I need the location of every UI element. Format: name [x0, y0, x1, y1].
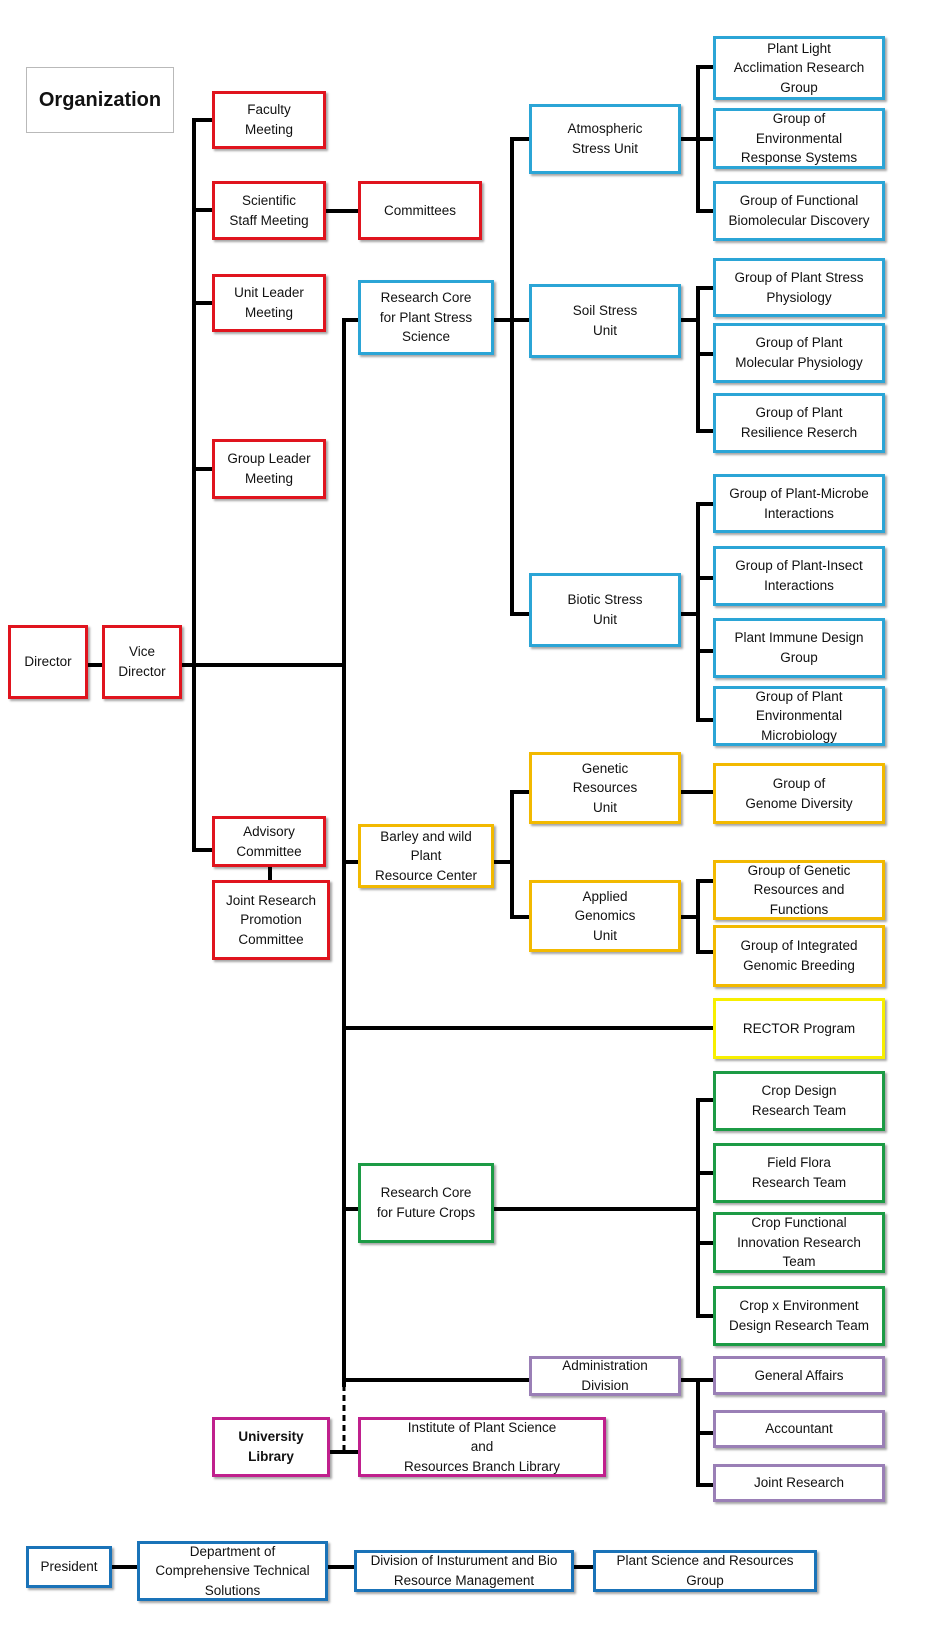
biotic-stress-unit-box: Biotic Stress Unit	[529, 573, 681, 647]
division-instrument-box: Division of Insturument and Bio Resource…	[354, 1550, 574, 1592]
genetic-resources-unit-box: Genetic Resources Unit	[529, 752, 681, 824]
integrated-genomic-breeding-box: Group of Integrated Genomic Breeding	[713, 925, 885, 987]
page-title: Organization	[26, 67, 174, 133]
crop-x-environment-box: Crop x Environment Design Research Team	[713, 1286, 885, 1346]
director-box: Director	[8, 625, 88, 699]
vice-director-box: Vice Director	[102, 625, 182, 699]
plant-insect-box: Group of Plant-Insect Interactions	[713, 546, 885, 606]
plant-light-acclimation-box: Plant Light Acclimation Research Group	[713, 36, 885, 100]
plant-stress-physiology-box: Group of Plant Stress Physiology	[713, 258, 885, 317]
advisory-committee-box: Advisory Committee	[212, 816, 326, 867]
genome-diversity-box: Group of Genome Diversity	[713, 763, 885, 824]
joint-research-promotion-committee-box: Joint Research Promotion Committee	[212, 880, 330, 960]
soil-stress-unit-box: Soil Stress Unit	[529, 284, 681, 358]
plant-immune-design-box: Plant Immune Design Group	[713, 618, 885, 678]
environmental-response-systems-box: Group of Environmental Response Systems	[713, 108, 885, 169]
faculty-meeting-box: Faculty Meeting	[212, 91, 326, 149]
group-leader-meeting-box: Group Leader Meeting	[212, 439, 326, 499]
research-core-plant-stress-box: Research Core for Plant Stress Science	[358, 280, 494, 355]
unit-leader-meeting-box: Unit Leader Meeting	[212, 274, 326, 332]
president-box: President	[26, 1546, 112, 1588]
barley-center-box: Barley and wild Plant Resource Center	[358, 824, 494, 888]
rector-program-box: RECTOR Program	[713, 998, 885, 1059]
plant-microbe-box: Group of Plant-Microbe Interactions	[713, 474, 885, 533]
applied-genomics-unit-box: Applied Genomics Unit	[529, 880, 681, 952]
plant-molecular-physiology-box: Group of Plant Molecular Physiology	[713, 323, 885, 383]
administration-division-box: Administration Division	[529, 1356, 681, 1396]
plant-resilience-box: Group of Plant Resilience Reserch	[713, 393, 885, 453]
branch-library-box: Institute of Plant Science and Resources…	[358, 1417, 606, 1477]
plant-env-microbiology-box: Group of Plant Environmental Microbiolog…	[713, 686, 885, 746]
field-flora-team-box: Field Flora Research Team	[713, 1143, 885, 1203]
dept-technical-solutions-box: Department of Comprehensive Technical So…	[137, 1541, 328, 1601]
functional-biomolecular-discovery-box: Group of Functional Biomolecular Discove…	[713, 181, 885, 241]
crop-functional-innovation-box: Crop Functional Innovation Research Team	[713, 1212, 885, 1273]
crop-design-team-box: Crop Design Research Team	[713, 1071, 885, 1131]
university-library-box: University Library	[212, 1417, 330, 1477]
accountant-box: Accountant	[713, 1410, 885, 1448]
genetic-resources-functions-box: Group of Genetic Resources and Functions	[713, 860, 885, 920]
atmospheric-stress-unit-box: Atmospheric Stress Unit	[529, 104, 681, 174]
joint-research-box: Joint Research	[713, 1464, 885, 1502]
committees-box: Committees	[358, 181, 482, 240]
research-core-future-crops-box: Research Core for Future Crops	[358, 1163, 494, 1243]
scientific-staff-meeting-box: Scientific Staff Meeting	[212, 181, 326, 240]
plant-science-group-box: Plant Science and Resources Group	[593, 1550, 817, 1592]
general-affairs-box: General Affairs	[713, 1356, 885, 1395]
